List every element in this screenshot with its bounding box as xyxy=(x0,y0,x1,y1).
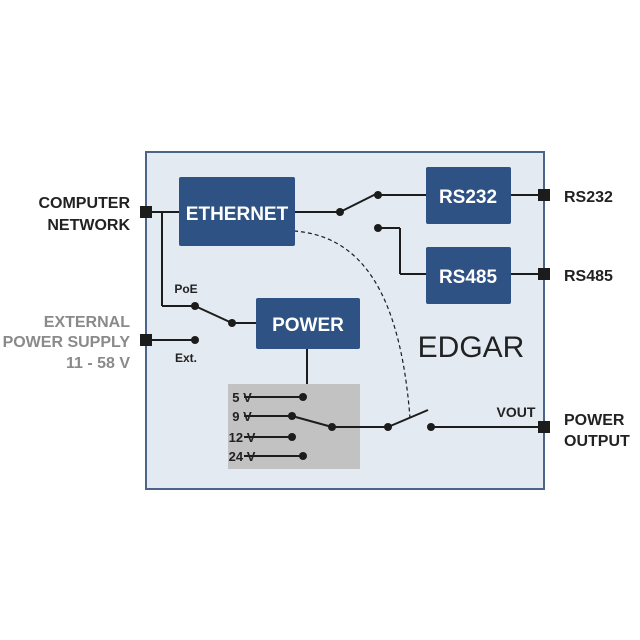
switch-contacts xyxy=(191,191,435,460)
rs485-port-label: RS485 xyxy=(564,268,613,285)
rs232-contact xyxy=(374,191,382,199)
poe-contact xyxy=(191,302,199,310)
external-power-label-1: EXTERNAL xyxy=(44,314,130,331)
rs232-block xyxy=(426,167,511,224)
voltage-9v: 9 V xyxy=(232,409,252,424)
power-output-label-1: POWER xyxy=(564,412,625,429)
power-output-label-2: OUTPUT xyxy=(564,433,630,450)
external-power-port xyxy=(140,334,152,346)
rs232-port xyxy=(538,189,550,201)
output-switch-contact xyxy=(427,423,435,431)
rs232-label: RS232 xyxy=(439,187,497,208)
rs485-contact xyxy=(374,224,382,232)
contact-5v xyxy=(299,393,307,401)
poe-label: PoE xyxy=(174,282,197,296)
ethernet-label: ETHERNET xyxy=(186,204,289,225)
voltage-24v: 24 V xyxy=(229,449,256,464)
rs-switch-pivot xyxy=(336,208,344,216)
ext-label: Ext. xyxy=(175,351,197,365)
power-block xyxy=(256,298,360,349)
external-power-label-2: POWER SUPPLY xyxy=(3,334,131,351)
rs485-label: RS485 xyxy=(439,267,498,288)
voltage-5v: 5 V xyxy=(232,390,252,405)
computer-network-label-2: NETWORK xyxy=(47,217,130,234)
vout-label: VOUT xyxy=(497,404,536,420)
rs485-block xyxy=(426,247,511,304)
port-connectors xyxy=(140,189,550,433)
power-switch-pivot xyxy=(228,319,236,327)
power-label: POWER xyxy=(272,315,344,336)
wiring xyxy=(146,192,544,457)
contact-9v xyxy=(288,412,296,420)
selector-pivot xyxy=(328,423,336,431)
computer-network-label-1: COMPUTER xyxy=(38,195,130,212)
output-switch-pivot xyxy=(384,423,392,431)
network-port xyxy=(140,206,152,218)
external-power-label-3: 11 - 58 V xyxy=(66,355,130,372)
ext-contact xyxy=(191,336,199,344)
device-name: EDGAR xyxy=(418,331,525,364)
contact-24v xyxy=(299,452,307,460)
contact-12v xyxy=(288,433,296,441)
ethernet-control-link xyxy=(293,230,411,419)
voltage-12v: 12 V xyxy=(229,430,256,445)
ethernet-block xyxy=(179,177,295,246)
rs232-port-label: RS232 xyxy=(564,189,613,206)
rs485-port xyxy=(538,268,550,280)
power-output-port xyxy=(538,421,550,433)
